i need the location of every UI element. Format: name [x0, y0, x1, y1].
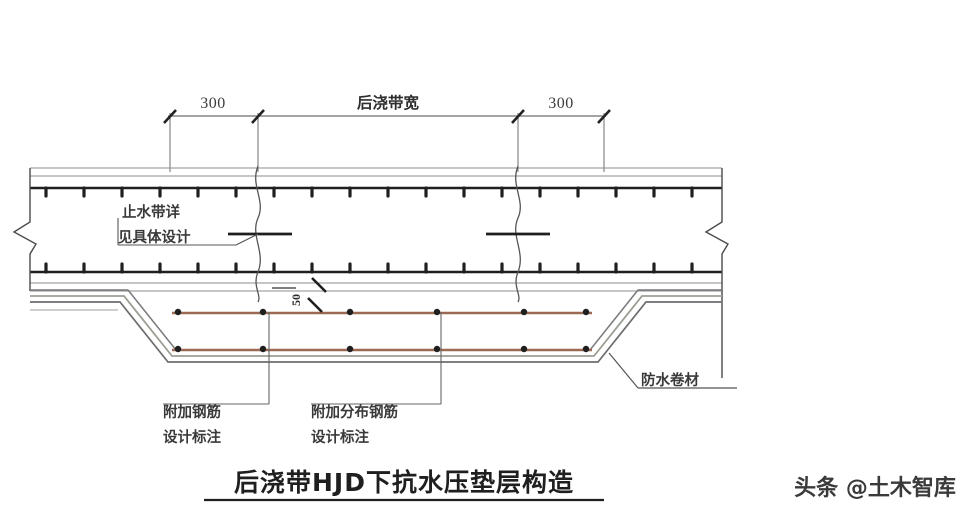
waterstop-label-line2: 见具体设计 — [118, 228, 191, 246]
construction-joints — [255, 165, 521, 303]
added-rebar-label-line1: 附加钢筋 — [163, 403, 221, 421]
distribution-rebar-dots-lower — [174, 345, 590, 353]
dim-tick-2 — [251, 109, 265, 124]
drawing-title-group: 后浇带HJD下抗水压垫层构造 — [204, 468, 604, 502]
waterstop-label-line1: 止水带详 — [122, 203, 180, 221]
waterproof-membrane-label: 防水卷材 — [641, 371, 699, 389]
dimension-right-300: 300 — [548, 95, 574, 112]
distribution-rebar-label-line1: 附加分布钢筋 — [311, 403, 398, 421]
lower-slab — [30, 270, 722, 292]
dim50-arrow-lower — [307, 297, 323, 313]
distribution-rebar-label-line2: 设计标注 — [311, 428, 369, 446]
drawing-title: 后浇带HJD下抗水压垫层构造 — [234, 468, 574, 497]
upper-slab — [30, 167, 722, 190]
added-rebar-label-line2: 设计标注 — [163, 428, 221, 446]
break-line-left — [12, 168, 37, 291]
waterproof-membrane-note: 防水卷材 — [608, 352, 737, 389]
trough-outer-line — [30, 301, 722, 363]
trough-membrane-line — [30, 295, 722, 357]
dim50-arrow-upper — [311, 277, 327, 293]
dim-tick-1 — [163, 109, 177, 124]
watermark-text: 头条 @土木智库 — [794, 475, 956, 501]
lower-rebar-ticks — [44, 262, 694, 274]
dim-tick-3 — [511, 109, 525, 124]
dimension-left-300: 300 — [200, 95, 226, 112]
dimension-chain: 300 后浇带宽 300 — [163, 93, 611, 172]
joint-line-left — [255, 165, 261, 303]
break-lines — [12, 168, 729, 378]
dimension-center-span: 后浇带宽 — [357, 93, 420, 112]
distribution-rebar-dots-upper — [174, 308, 590, 316]
waterstop-note-leader — [235, 233, 259, 246]
waterstop-note: 止水带详 见具体设计 — [117, 203, 259, 246]
distribution-rebar-note: 附加分布钢筋 设计标注 — [311, 312, 442, 446]
dim-tick-4 — [597, 109, 611, 124]
membrane-leader-line — [608, 352, 639, 389]
upper-rebar-ticks — [44, 186, 694, 198]
joint-line-right — [515, 165, 521, 303]
dimension-50-group: 50 — [272, 277, 327, 313]
dimension-50-label: 50 — [289, 294, 303, 306]
break-line-right — [704, 168, 729, 378]
added-rebar-note: 附加钢筋 设计标注 — [163, 312, 270, 446]
